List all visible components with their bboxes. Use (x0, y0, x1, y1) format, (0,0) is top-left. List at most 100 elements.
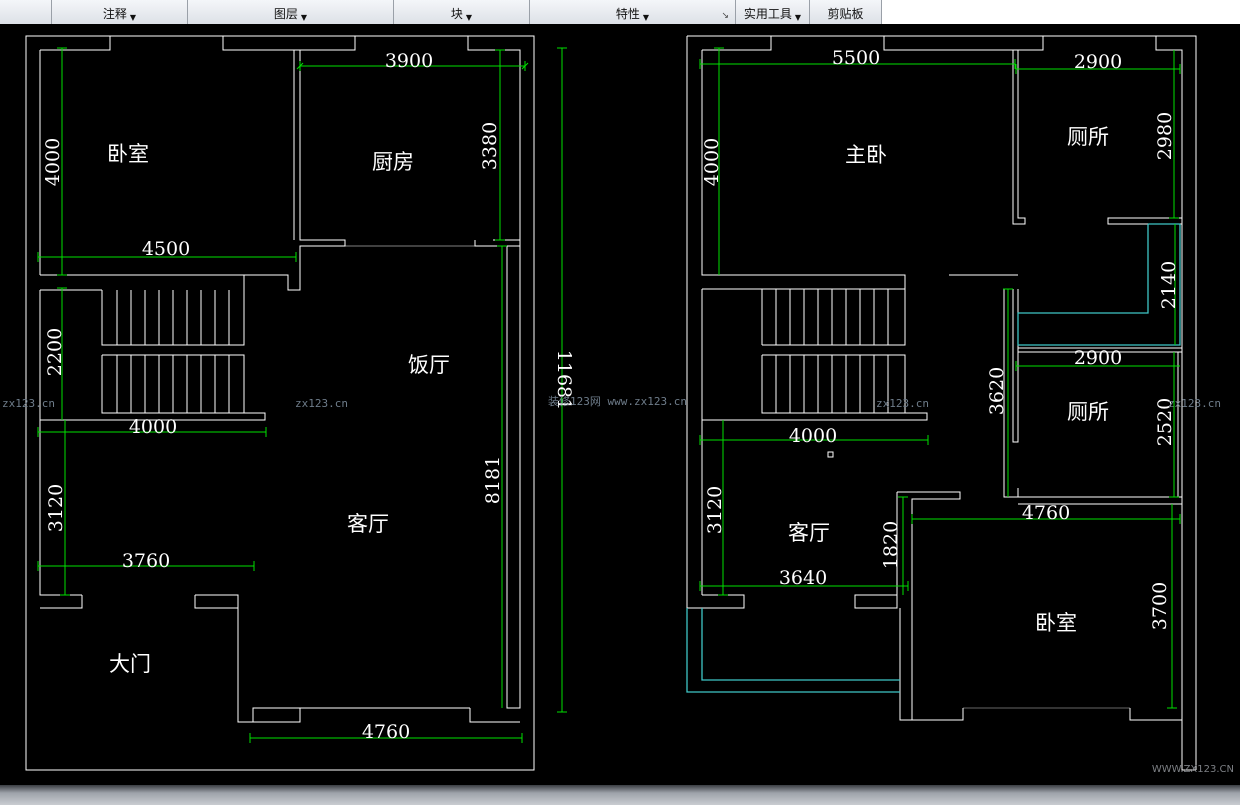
chevron-down-icon: ▼ (129, 13, 137, 22)
panel-launcher-icon[interactable]: ↘ (721, 11, 729, 21)
dim-text: 2200 (44, 328, 66, 376)
ribbon-panel-label: 实用工具 (743, 7, 792, 21)
right-floor-plan: 5500 2900 4000 2980 2140 2900 3620 2520 … (686, 35, 1197, 771)
dimension-line (1015, 64, 1181, 74)
room-label-bedroom: 卧室 (107, 142, 149, 166)
ribbon-panel-label: 特性 (615, 7, 640, 21)
stair-treads (116, 290, 230, 345)
plan-border (25, 35, 535, 771)
room-label-living: 客厅 (347, 512, 389, 536)
ribbon-separator (0, 24, 1240, 32)
dim-text: 4760 (362, 721, 410, 743)
chevron-down-icon: ▼ (642, 13, 650, 22)
room-label-living: 客厅 (788, 521, 830, 545)
dim-text: 4000 (129, 416, 177, 438)
stairs (40, 274, 245, 346)
plan-border (686, 35, 1197, 770)
dimension-line (497, 245, 507, 708)
dim-text: 2900 (1074, 347, 1122, 369)
wall (244, 50, 346, 291)
dim-text: 3380 (479, 122, 501, 170)
wall (40, 594, 301, 723)
dim-text: 4000 (701, 138, 723, 186)
dim-text: 5500 (832, 47, 880, 69)
ribbon-panel-clipboard[interactable]: 剪贴板 (810, 0, 882, 24)
dim-text: 3900 (385, 50, 433, 72)
ribbon-spacer (0, 0, 52, 24)
dimension-line (249, 733, 523, 743)
ribbon-panel-annotation[interactable]: 注释▼ (52, 0, 188, 24)
dimension-line (699, 581, 909, 591)
watermark-text: zx123.cn (876, 397, 929, 410)
ribbon-panel-label: 注释 (102, 7, 127, 21)
left-floor-plan: 3900 4000 3380 4500 2200 4000 11681 8181… (25, 35, 575, 771)
dimension-line (714, 47, 724, 275)
ribbon-panel-layers[interactable]: 图层▼ (188, 0, 394, 24)
dimension-line (57, 287, 67, 420)
room-label-gate: 大门 (109, 652, 151, 676)
wall (1018, 496, 1183, 505)
dim-text: 4760 (1022, 502, 1070, 524)
dim-text: 8181 (482, 456, 504, 504)
watermark-text: zx123.cn (2, 397, 55, 410)
watermark-text: 装修123网 www.zx123.cn (548, 394, 687, 408)
dim-text: 2140 (1158, 261, 1180, 309)
dim-text: 3640 (779, 567, 827, 589)
dimension-line (495, 49, 505, 241)
dim-text: 4000 (42, 138, 64, 186)
room-label-master-bedroom: 主卧 (845, 143, 887, 167)
wall (897, 491, 1182, 721)
dim-text: 3120 (45, 484, 67, 532)
status-bar-strip (0, 785, 1240, 805)
dimension-line (1167, 504, 1177, 709)
ribbon-panel-label: 剪贴板 (827, 7, 864, 21)
cyan-outline (1017, 223, 1181, 346)
dim-text: 3700 (1149, 582, 1171, 630)
wall (702, 36, 1183, 218)
chevron-down-icon: ▼ (794, 13, 802, 22)
ribbon-panels: 注释▼ 图层▼ 块▼ 特性▼↘ 实用工具▼ 剪贴板 (0, 0, 882, 25)
dim-text: 11681 (553, 350, 575, 410)
dimension-line (898, 496, 908, 595)
dimension-line (557, 47, 567, 713)
wall (252, 707, 470, 722)
room-label-toilet: 厕所 (1067, 400, 1109, 424)
stair-treads (116, 355, 230, 413)
cyan-outline (686, 608, 900, 693)
chevron-down-icon: ▼ (465, 13, 473, 22)
dimension-line (699, 435, 929, 445)
dimension-line (37, 252, 297, 262)
ribbon-bar: 注释▼ 图层▼ 块▼ 特性▼↘ 实用工具▼ 剪贴板 (0, 0, 1240, 25)
dim-text: 3120 (704, 486, 726, 534)
chevron-down-icon: ▼ (300, 13, 308, 22)
room-label-kitchen: 厨房 (372, 150, 414, 174)
dimension-line (911, 514, 1181, 524)
wall (854, 492, 912, 721)
watermark-text: zx123.cn (295, 397, 348, 410)
ribbon-panel-label: 块 (450, 7, 463, 21)
watermark-text: zx123.cn (1168, 397, 1221, 410)
stairs (40, 354, 266, 421)
wall (701, 50, 718, 595)
dimension-line (57, 47, 67, 276)
dimension-line (699, 59, 1016, 69)
dimension-line (1169, 50, 1179, 219)
dimension-line (1169, 352, 1179, 498)
ribbon-panel-label: 图层 (273, 7, 298, 21)
ribbon-panel-utilities[interactable]: 实用工具▼ (736, 0, 810, 24)
dim-text: 2980 (1154, 112, 1176, 160)
wall (702, 274, 1018, 290)
footer-watermark: WWW.ZX123.CN (1151, 764, 1234, 775)
stairs (702, 289, 928, 421)
dim-text: 3760 (122, 550, 170, 572)
dim-text: 2520 (1154, 398, 1176, 446)
ribbon-panel-properties[interactable]: 特性▼ ↘ (530, 0, 736, 24)
room-label-bedroom: 卧室 (1035, 611, 1077, 635)
marker-point (827, 451, 834, 458)
dim-text: 4000 (789, 425, 837, 447)
dimension-line (37, 561, 255, 571)
dim-text: 2900 (1074, 51, 1122, 73)
room-label-dining: 饭厅 (408, 353, 450, 377)
ribbon-panel-block[interactable]: 块▼ (394, 0, 530, 24)
